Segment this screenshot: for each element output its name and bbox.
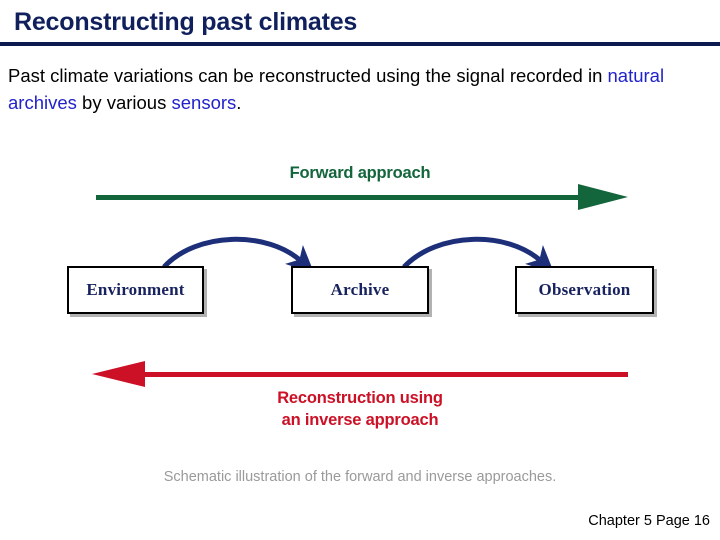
body-text-segment-1: Past climate variations can be reconstru… [8,65,608,86]
page-title: Reconstructing past climates [14,8,358,36]
diagram-box-environment: Environment [67,266,204,314]
title-divider [0,42,720,46]
inverse-approach-label: Reconstruction using an inverse approach [0,387,720,431]
inverse-arrow-shaft [140,372,628,377]
forward-approach-label: Forward approach [289,164,431,182]
inverse-arrow-head-icon [92,361,145,387]
inverse-approach-label-line-2: an inverse approach [281,411,439,429]
diagram-box-observation: Observation [515,266,654,314]
curved-arrow-archive-to-observation [402,236,555,274]
body-link-natural-archives: natural archives [8,65,665,113]
schematic-diagram: Forward approach Environment Archive Obs… [0,150,720,450]
body-text-segment-2: by various [76,92,172,113]
diagram-box-environment-label: Environment [86,280,185,299]
figure-caption: Schematic illustration of the forward an… [163,469,557,485]
body-text-segment-3: . [236,92,242,113]
diagram-box-observation-label: Observation [538,280,631,299]
diagram-box-archive: Archive [291,266,429,314]
forward-arrow-shaft [96,195,583,200]
footer-page-reference: Chapter 5 Page 16 [588,513,710,529]
curved-arrows-layer [162,236,555,274]
forward-arrow-head-icon [578,184,628,210]
curved-arrow-environment-to-archive [162,236,315,274]
diagram-box-archive-label: Archive [330,280,390,299]
inverse-approach-label-line-1: Reconstruction using [277,389,443,407]
body-paragraph: Past climate variations can be reconstru… [8,62,708,116]
body-link-sensors: sensors [171,92,237,113]
